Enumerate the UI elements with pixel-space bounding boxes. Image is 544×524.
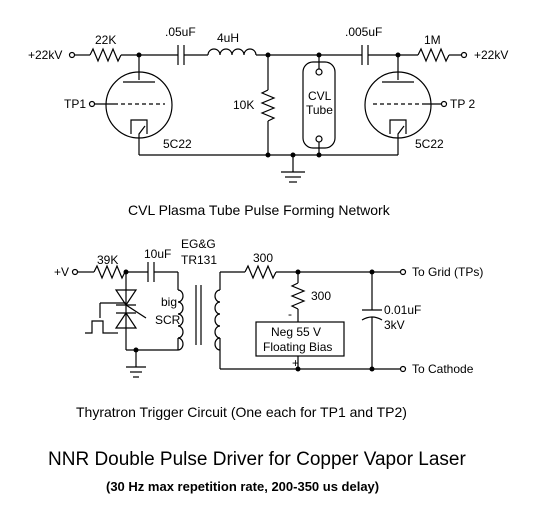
page-title: NNR Double Pulse Driver for Copper Vapor…	[48, 449, 466, 470]
bias-label-2: Floating Bias	[263, 340, 332, 354]
capacitor-001uf-label-1: 0.01uF	[384, 303, 421, 317]
thyratron-tp2	[364, 71, 441, 155]
supply-v-label: +V	[54, 265, 69, 279]
scr-label-1: big	[161, 295, 177, 309]
bias-minus-label: -	[288, 307, 292, 321]
resistor-300-mid	[290, 282, 306, 310]
ground-symbol-trigger	[126, 366, 146, 378]
inductor-4uh-label: 4uH	[217, 31, 239, 45]
to-grid-terminal	[399, 268, 407, 276]
to-grid-label: To Grid (TPs)	[412, 265, 483, 279]
supply-right-terminal	[460, 51, 468, 59]
trigger-circuit: +V 39K 10uF big SCR	[54, 237, 483, 420]
to-cathode-terminal	[399, 365, 407, 373]
supply-right-label: +22kV	[474, 48, 508, 62]
scr	[114, 289, 147, 329]
pulse-input-icon	[85, 320, 110, 334]
transformer-label-2: TR131	[181, 253, 217, 267]
page-subtitle: (30 Hz max repetition rate, 200-350 us d…	[106, 479, 379, 494]
supply-left-terminal	[68, 51, 76, 59]
tp1-label: TP1	[64, 97, 86, 111]
capacitor-001uf-label-2: 3kV	[384, 318, 405, 332]
bias-plus-label: +	[292, 356, 299, 370]
resistor-300-top-label: 300	[253, 251, 273, 265]
resistor-10k-label: 10K	[233, 98, 254, 112]
floating-bias-box	[255, 321, 345, 357]
ground-symbol	[281, 171, 305, 183]
resistor-39k	[93, 264, 126, 280]
capacitor-10uf-label: 10uF	[144, 247, 171, 261]
trigger-caption: Thyratron Trigger Circuit (One each for …	[76, 404, 407, 420]
resistor-22k-label: 22K	[95, 33, 116, 47]
resistor-300-top	[244, 264, 277, 280]
pulse-forming-network: +22kV 22K .05uF 4uH 10K CVL Tube	[28, 25, 508, 218]
valve-left-label: 5C22	[163, 137, 192, 151]
cvl-tube-label-2: Tube	[306, 103, 333, 117]
pfn-caption: CVL Plasma Tube Pulse Forming Network	[128, 202, 391, 218]
bias-label-1: Neg 55 V	[271, 325, 321, 339]
transformer-label-1: EG&G	[181, 237, 216, 251]
tp2-label: TP 2	[450, 97, 475, 111]
capacitor-005uf-label: .005uF	[345, 25, 382, 39]
thyratron-tp1	[95, 71, 173, 155]
transformer-tr131	[177, 285, 221, 351]
resistor-10k	[260, 89, 276, 122]
to-cathode-label: To Cathode	[412, 362, 474, 376]
resistor-1m-label: 1M	[424, 33, 441, 47]
inductor-4uh	[207, 48, 257, 56]
supply-left-label: +22kV	[28, 48, 62, 62]
capacitor-05uf-label: .05uF	[165, 25, 196, 39]
resistor-39k-label: 39K	[97, 253, 118, 267]
scr-label-2: SCR	[155, 313, 181, 327]
resistor-300-mid-label: 300	[311, 289, 331, 303]
resistor-22k	[89, 47, 122, 63]
valve-right-label: 5C22	[415, 137, 444, 151]
resistor-1m	[417, 47, 450, 63]
cvl-tube-label-1: CVL	[308, 89, 332, 103]
